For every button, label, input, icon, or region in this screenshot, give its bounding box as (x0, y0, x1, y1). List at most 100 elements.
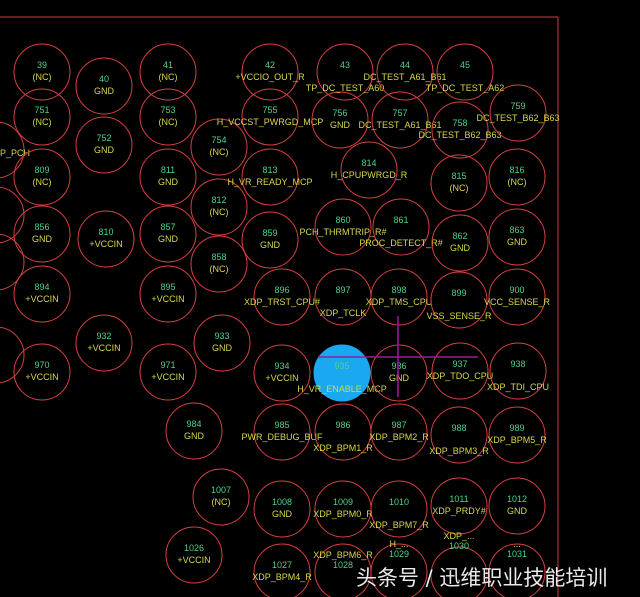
pad-circle[interactable] (489, 84, 547, 142)
pad-circle[interactable] (431, 101, 489, 159)
pad-894[interactable]: 894+VCCIN (13, 265, 71, 323)
pad-circle[interactable] (253, 344, 311, 402)
pad-circle[interactable] (488, 148, 546, 206)
pad-970[interactable]: 970+VCCIN (13, 343, 71, 401)
pad-circle[interactable] (13, 43, 71, 101)
pad-753[interactable]: 753(NC) (139, 88, 197, 146)
pad-895[interactable]: 895+VCCIN (139, 265, 197, 323)
pad-circle[interactable] (316, 43, 374, 101)
pad-circle[interactable] (370, 268, 428, 326)
pad-751[interactable]: 751(NC) (13, 88, 71, 146)
pad-1029[interactable]: 1029H_... (370, 539, 428, 597)
pad-39[interactable]: 39(NC) (13, 43, 71, 101)
pad-circle[interactable] (488, 406, 546, 464)
pad-circle[interactable] (139, 265, 197, 323)
pad-circle[interactable] (241, 211, 299, 269)
pad-circle[interactable] (431, 214, 489, 272)
pad-circle[interactable] (139, 148, 197, 206)
pad-circle[interactable] (139, 343, 197, 401)
pad-partial[interactable] (0, 326, 25, 384)
pad-circle[interactable] (431, 342, 489, 400)
pad-circle[interactable] (376, 43, 434, 101)
pad-circle[interactable] (340, 141, 398, 199)
pad-816[interactable]: 816(NC) (488, 148, 546, 206)
pad-circle[interactable] (75, 314, 133, 372)
pad-circle[interactable] (370, 403, 428, 461)
pad-circle[interactable] (75, 116, 133, 174)
pad-971[interactable]: 971+VCCIN (139, 343, 197, 401)
pad-circle[interactable] (139, 43, 197, 101)
pad-circle[interactable] (241, 43, 299, 101)
pad-1026[interactable]: 1026+VCCIN (165, 526, 223, 584)
pad-circle[interactable] (193, 314, 251, 372)
pad-1007[interactable]: 1007(NC) (192, 468, 250, 526)
pad-754[interactable]: 754(NC) (190, 118, 248, 176)
pad-partial[interactable] (0, 186, 25, 244)
pad-812[interactable]: 812(NC) (190, 178, 248, 236)
pad-circle[interactable] (77, 210, 135, 268)
pad-circle[interactable] (313, 344, 371, 402)
pad-circle[interactable] (253, 543, 311, 597)
pad-circle[interactable] (488, 543, 546, 597)
pad-810[interactable]: 810+VCCIN (77, 210, 135, 268)
pad-circle[interactable] (370, 480, 428, 538)
pad-partial[interactable] (0, 233, 25, 291)
pad-932[interactable]: 932+VCCIN (75, 314, 133, 372)
pad-circle[interactable] (430, 271, 488, 329)
pad-42[interactable]: 42+VCCIO_OUT_R (235, 43, 305, 101)
pad-circle[interactable] (430, 154, 488, 212)
pad-circle[interactable] (371, 91, 429, 149)
pad-circle[interactable] (253, 403, 311, 461)
pad-circle[interactable] (192, 468, 250, 526)
pad-circle[interactable] (165, 402, 223, 460)
pad-circle[interactable] (489, 342, 547, 400)
pad-circle[interactable] (13, 205, 71, 263)
pad-circle[interactable] (430, 546, 488, 597)
pad-circle[interactable] (165, 526, 223, 584)
pad-circle[interactable] (253, 480, 311, 538)
pad-circle[interactable] (430, 477, 488, 535)
pad-circle[interactable] (436, 43, 494, 101)
pad-circle[interactable] (372, 198, 430, 256)
pad-circle[interactable] (311, 91, 369, 149)
pad-circle[interactable] (13, 343, 71, 401)
pad-partial[interactable] (0, 121, 25, 179)
pad-circle[interactable] (488, 268, 546, 326)
pad-circle[interactable] (190, 178, 248, 236)
pad-circle[interactable] (13, 265, 71, 323)
pad-circle[interactable] (241, 88, 299, 146)
pad-858[interactable]: 858(NC) (190, 235, 248, 293)
